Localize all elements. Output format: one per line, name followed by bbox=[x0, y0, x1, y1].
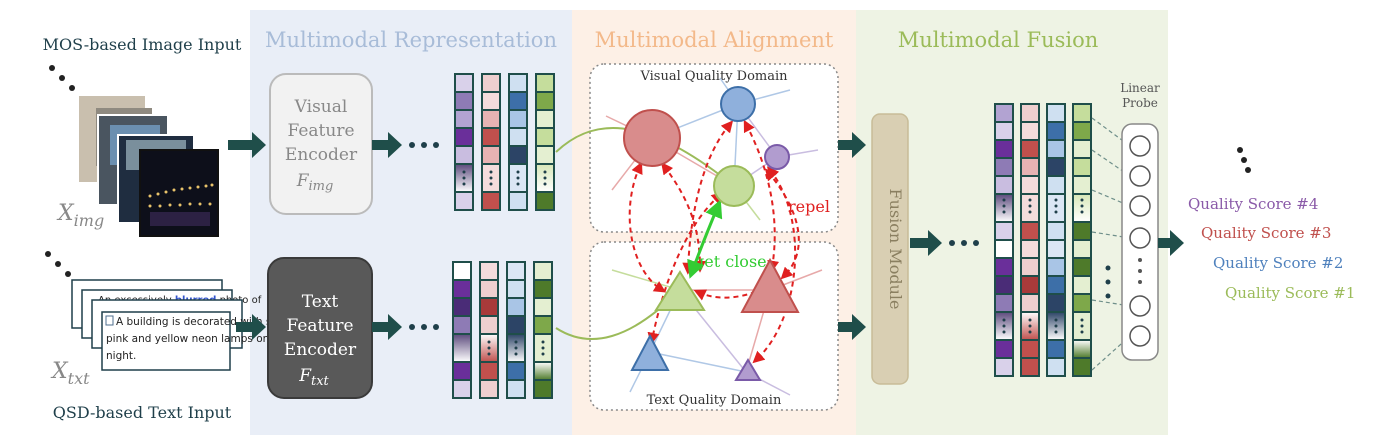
repel-label: repel bbox=[788, 197, 830, 216]
text-encoder-line1: Text bbox=[302, 292, 339, 312]
get-close-arrow bbox=[687, 199, 723, 279]
visual-domain-label: Visual Quality Domain bbox=[639, 69, 788, 84]
fused-side-dots bbox=[1105, 265, 1111, 299]
fused-feature-columns bbox=[994, 103, 1092, 377]
probe-ellipsis bbox=[1138, 258, 1142, 284]
doc-icon bbox=[105, 315, 114, 326]
quality-score-3: Quality Score #3 bbox=[1201, 224, 1331, 242]
text-input-label: QSD-based Text Input bbox=[53, 403, 232, 422]
visual-encoder-line2: Feature bbox=[287, 121, 354, 141]
text-encoder-line2: Feature bbox=[286, 316, 353, 336]
visual-to-fusion-arrow bbox=[838, 132, 866, 158]
scores-ellipsis bbox=[1237, 147, 1251, 173]
text-node-red bbox=[740, 257, 800, 313]
section-title-representation: Multimodal Representation bbox=[265, 28, 557, 52]
get-close-label: get close bbox=[694, 252, 767, 271]
fused-col-blue bbox=[1046, 103, 1066, 377]
text-doc-stack: An excessively blurred photo of A buildi… bbox=[71, 279, 310, 371]
input-arrows bbox=[228, 132, 266, 340]
image-input-label: MOS-based Image Input bbox=[43, 35, 242, 54]
fusion-out-arrow bbox=[910, 230, 942, 256]
text-encoder-out-arrow bbox=[372, 314, 402, 340]
text-to-fusion-arrow bbox=[838, 314, 866, 340]
section-title-alignment: Multimodal Alignment bbox=[595, 28, 834, 52]
x-img-label: Ximg bbox=[56, 201, 104, 230]
probe-out-arrow bbox=[1158, 230, 1184, 256]
text-col-purple bbox=[452, 261, 472, 399]
alignment-out-arrows bbox=[838, 132, 866, 340]
visual-col-purple bbox=[454, 73, 474, 211]
visual-encoder-line1: Visual bbox=[294, 97, 348, 117]
visual-col-red bbox=[481, 73, 501, 211]
neon-lamps bbox=[148, 183, 214, 208]
visual-feature-columns bbox=[454, 73, 555, 211]
fusion-module bbox=[871, 113, 909, 385]
probe-neurons bbox=[1129, 135, 1151, 347]
image-stack-dots bbox=[49, 65, 75, 91]
linear-probe-line2: Probe bbox=[1122, 96, 1158, 110]
text-domain-label: Text Quality Domain bbox=[647, 393, 782, 408]
fused-column-dots bbox=[1002, 198, 1084, 334]
fusion-ellipsis bbox=[949, 240, 979, 246]
visual-node-purple bbox=[764, 144, 790, 170]
fusion-module-label: Fusion Module bbox=[886, 189, 905, 310]
section-title-fusion: Multimodal Fusion bbox=[898, 28, 1099, 52]
visual-encoder-symbol: Fimg bbox=[296, 171, 334, 194]
text-encoder-line3: Encoder bbox=[284, 340, 357, 360]
text-col-blue bbox=[506, 261, 526, 399]
fused-col-red bbox=[1020, 103, 1040, 377]
image-stack bbox=[77, 94, 219, 237]
linear-probe-line1: Linear bbox=[1120, 81, 1160, 95]
text-column-dots bbox=[487, 340, 545, 356]
visual-column-dots bbox=[462, 170, 547, 186]
visual-node-red bbox=[623, 109, 681, 167]
quality-score-4: Quality Score #4 bbox=[1188, 195, 1318, 213]
visual-encoder-line3: Encoder bbox=[285, 145, 358, 165]
text-doc-front bbox=[101, 311, 231, 371]
text-col-green bbox=[533, 261, 553, 399]
text-node-green bbox=[654, 270, 706, 311]
fused-col-purple bbox=[994, 103, 1014, 377]
image-to-encoder-arrow bbox=[228, 132, 266, 158]
text-doc-line3: night. bbox=[106, 350, 136, 362]
x-txt-label: Xtxt bbox=[50, 359, 90, 388]
visual-node-green bbox=[713, 165, 755, 207]
fused-col-green bbox=[1072, 103, 1092, 377]
neon-reflection bbox=[150, 212, 210, 226]
text-col-red bbox=[479, 261, 499, 399]
quality-score-2: Quality Score #2 bbox=[1213, 254, 1343, 272]
text-stack-dots bbox=[45, 251, 71, 277]
encoder-ellipsis bbox=[409, 142, 439, 330]
visual-node-blue bbox=[720, 86, 756, 122]
encoder-arrows bbox=[372, 132, 402, 340]
text-to-encoder-arrow bbox=[236, 314, 266, 340]
visual-col-green bbox=[535, 73, 555, 211]
visual-encoder-out-arrow bbox=[372, 132, 402, 158]
text-node-blue bbox=[630, 333, 670, 371]
text-node-purple bbox=[734, 358, 762, 381]
quality-score-1: Quality Score #1 bbox=[1225, 284, 1355, 302]
visual-col-blue bbox=[508, 73, 528, 211]
text-encoder-symbol: Ftxt bbox=[298, 366, 329, 389]
